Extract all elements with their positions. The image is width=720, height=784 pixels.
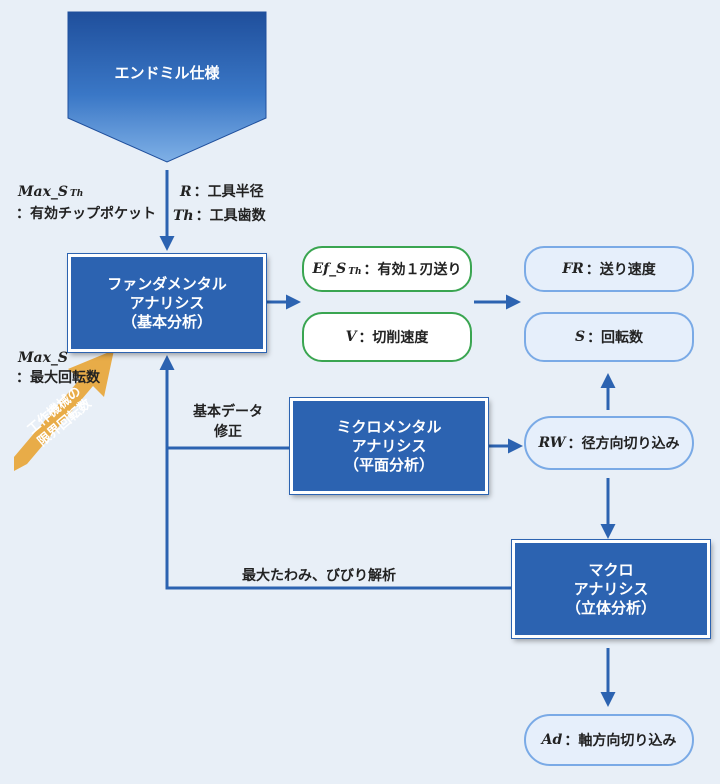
micro-analysis-box: ミクロメンタル アナリシス （平面分析） xyxy=(290,398,488,494)
v-desc: ：切削速度 xyxy=(358,330,429,346)
ad-desc: ：軸方向切り込み xyxy=(564,733,677,749)
macro-analysis-box: マクロ アナリシス （立体分析） xyxy=(512,540,710,638)
ef-sth-desc: ：有効１刃送り xyxy=(363,262,462,278)
v-symbol: V xyxy=(345,329,357,345)
spec-title: エンドミル仕様 xyxy=(114,64,220,82)
ef-sth-symbol: Ef_S xyxy=(312,261,347,277)
fr-symbol: FR xyxy=(562,261,584,277)
param-r-desc: ：工具半径 xyxy=(193,184,264,200)
basic-data-correction-line1: 基本データ xyxy=(193,404,263,420)
basic-data-correction-label: 基本データ 修正 xyxy=(178,402,278,442)
micro-line2: アナリシス xyxy=(351,436,427,455)
spec-pentagon-shape xyxy=(67,11,267,163)
fundamental-line1: ファンダメンタル xyxy=(107,274,227,293)
ad-pill: Ad：軸方向切り込み xyxy=(524,714,694,766)
v-pill: V：切削速度 xyxy=(302,312,472,362)
macro-line2: アナリシス xyxy=(573,579,649,598)
max-deflection-label: 最大たわみ、びびり解析 xyxy=(242,568,396,584)
basic-data-correction-line2: 修正 xyxy=(214,424,242,440)
micro-line1: ミクロメンタル xyxy=(336,417,442,436)
fr-pill: FR：送り速度 xyxy=(524,246,694,292)
s-pill: S：回転数 xyxy=(524,312,694,362)
param-th-symbol: Th xyxy=(173,208,194,224)
feedback-macro-line xyxy=(159,355,512,590)
rw-pill: RW：径方向切り込み xyxy=(524,416,694,470)
fundamental-line3: （基本分析） xyxy=(121,312,212,331)
micro-line3: （平面分析） xyxy=(343,455,434,474)
max-s-desc: ：最大回転数 xyxy=(16,370,100,386)
param-th: Th：工具歯数 xyxy=(173,206,266,226)
fr-desc: ：送り速度 xyxy=(585,262,656,278)
s-desc: ：回転数 xyxy=(587,330,644,346)
ad-symbol: Ad xyxy=(541,732,563,748)
rw-symbol: RW xyxy=(538,435,566,451)
max-sth-sub: Th xyxy=(70,189,84,199)
max-sth-desc: ：有効チップポケット xyxy=(16,206,156,222)
s-symbol: S xyxy=(574,329,586,345)
fundamental-line2: アナリシス xyxy=(129,293,205,312)
rw-desc: ：径方向切り込み xyxy=(567,436,680,452)
max-s-label: Max_S ：最大回転数 xyxy=(16,348,100,388)
max-s-symbol: Max_S xyxy=(18,350,69,366)
macro-line3: （立体分析） xyxy=(565,598,656,617)
param-r-symbol: R xyxy=(180,184,192,200)
fundamental-analysis-box: ファンダメンタル アナリシス （基本分析） xyxy=(68,254,266,352)
param-th-desc: ：工具歯数 xyxy=(195,208,266,224)
macro-line1: マクロ xyxy=(588,560,634,579)
param-r: R：工具半径 xyxy=(180,182,264,202)
ef-sth-sub: Th xyxy=(348,267,362,277)
max-sth-symbol: Max_S xyxy=(18,184,69,200)
machine-limit-arrow xyxy=(14,350,114,471)
